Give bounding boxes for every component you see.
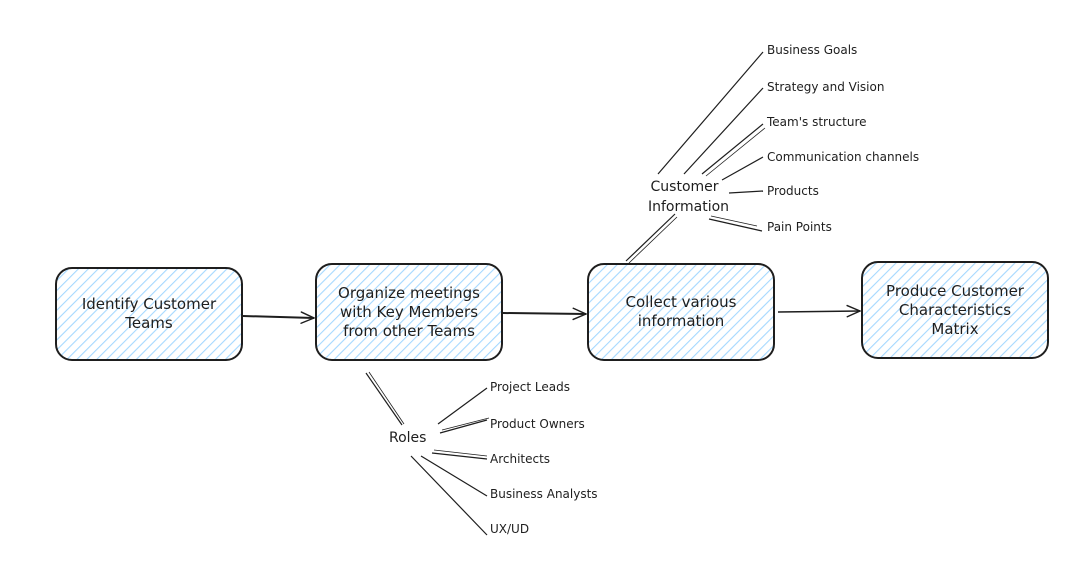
customer-info-item: Business Goals <box>767 43 858 57</box>
role-item: UX/UD <box>490 522 530 536</box>
branch-communication-channels <box>721 156 764 181</box>
step-box-produce <box>861 261 1049 359</box>
customer-info-item: Pain Points <box>767 220 832 234</box>
arrow-collect-to-produce <box>777 311 860 312</box>
step-box-organize <box>315 263 503 361</box>
connector-organize-to-roles <box>365 372 403 426</box>
customer-info-title: Customer Information <box>648 179 730 215</box>
branch-strategy-vision <box>683 87 764 175</box>
role-item: Product Owners <box>490 417 585 431</box>
branch-ux-ud <box>410 455 488 536</box>
branch-project-leads <box>437 387 488 425</box>
step-box-collect <box>587 263 775 361</box>
customer-info-item: Products <box>767 184 819 198</box>
branch-pain-points <box>708 218 763 232</box>
arrow-organize-to-collect <box>502 313 586 314</box>
arrow-identify-to-organize <box>242 316 314 318</box>
role-item: Architects <box>490 452 551 466</box>
connector-collect-to-customer-info <box>625 213 676 262</box>
step-box-identify <box>55 267 243 361</box>
branch-products <box>728 190 764 194</box>
role-item: Business Analysts <box>490 487 598 501</box>
branch-teams-structure <box>701 123 764 175</box>
branch-architects <box>431 452 488 460</box>
customer-info-item: Strategy and Vision <box>767 80 885 94</box>
customer-info-item: Team's structure <box>767 115 867 129</box>
customer-info-item: Communication channels <box>767 150 920 164</box>
branch-business-analysts <box>420 455 488 497</box>
role-item: Project Leads <box>490 380 570 394</box>
branch-product-owners <box>439 419 488 434</box>
branch-business-goals <box>657 51 764 175</box>
roles-title: Roles <box>389 430 427 446</box>
